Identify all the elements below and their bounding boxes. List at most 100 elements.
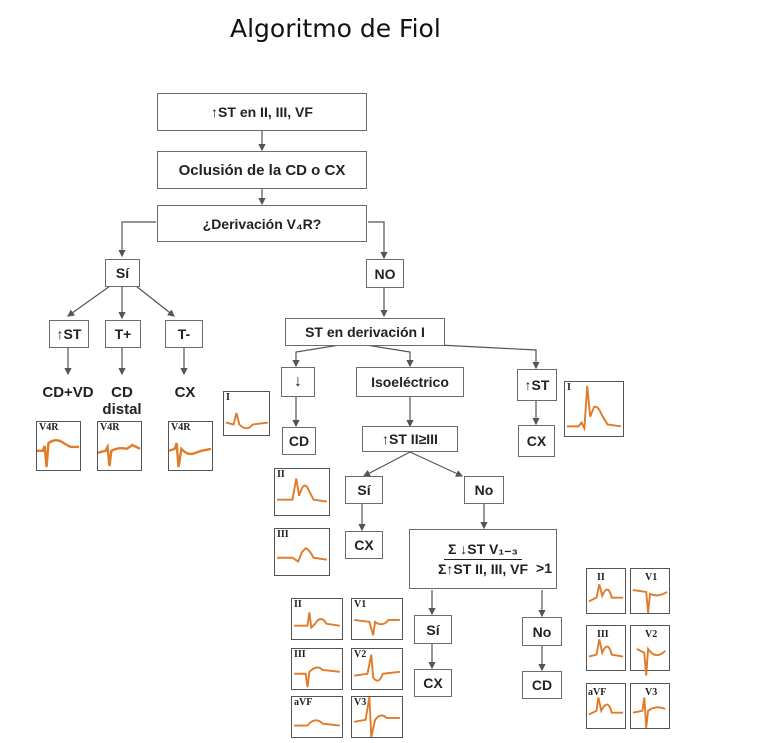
ecg-lead-label: V3 <box>645 687 658 698</box>
node-label: ↑ST <box>56 326 82 342</box>
node-cd-down: CD <box>282 427 316 455</box>
node-label: ↑ST <box>524 377 550 393</box>
result-cd-vd: CD+VD <box>42 384 94 401</box>
node-label: Sí <box>357 482 371 498</box>
ecg-lead-label: V4R <box>100 422 120 433</box>
arrow-si-to-tminus <box>135 285 175 317</box>
ecg-lead-label: V3 <box>354 697 367 708</box>
ecg-trace <box>354 654 400 682</box>
node-label: NO <box>374 265 396 282</box>
ecg-panel-bl-ii: II <box>291 598 343 640</box>
ecg-trace <box>588 584 624 603</box>
ecg-trace <box>354 619 400 636</box>
node-label: ¿Derivación V₄R? <box>202 215 322 232</box>
node-label: CX <box>526 433 547 449</box>
ratio-greater-than: >1 <box>536 560 552 576</box>
ecg-panel-bl-iii: III <box>291 648 343 690</box>
ecg-panel-bl-v1: V1 <box>351 598 403 640</box>
diagram-title-text: Algoritmo de Fiol <box>230 14 441 43</box>
ecg-trace <box>353 696 400 738</box>
node-st-up-right: ↑ST <box>517 369 557 401</box>
ecg-trace <box>632 697 666 728</box>
node-derivacion-v4r: ¿Derivación V₄R? <box>157 205 367 242</box>
node-label: CD <box>531 677 553 693</box>
node-no-v4r: NO <box>366 259 404 288</box>
ecg-panel-v4r-3: V4R <box>168 421 213 471</box>
ecg-lead-label: V2 <box>354 649 367 660</box>
ecg-trace <box>277 547 328 564</box>
arrow-si-to-stup <box>67 285 111 317</box>
node-no-ii: No <box>464 476 504 504</box>
node-label: Isoeléctrico <box>371 374 449 390</box>
ecg-panel-bl-avf: aVF <box>291 696 343 738</box>
arrow-stderiv-to-stup <box>419 343 540 370</box>
node-isoelectrico: Isoeléctrico <box>356 367 464 397</box>
ecg-lead-label: V1 <box>354 599 367 610</box>
node-cd-ratio: CD <box>522 671 562 699</box>
arrow-stii-to-si <box>362 451 411 477</box>
node-st-ii-iii-vf: ↑ST en II, III, VF <box>157 93 367 131</box>
node-t-minus: T- <box>165 320 203 348</box>
ecg-lead-label: III <box>277 529 289 540</box>
ecg-lead-label: V4R <box>39 422 59 433</box>
ecg-panel-br-ii: II <box>586 568 626 614</box>
node-down: ↓ <box>281 367 315 397</box>
ecg-lead-label: V4R <box>171 422 191 433</box>
ecg-panel-br-v3: V3 <box>630 683 670 729</box>
ecg-lead-label: V1 <box>645 572 658 583</box>
ecg-panel-br-v2: V2 <box>630 625 670 676</box>
ecg-lead-label: II <box>277 469 285 480</box>
node-cx-right: CX <box>518 425 555 457</box>
ecg-trace <box>225 412 269 430</box>
ecg-trace <box>588 697 624 716</box>
ecg-lead-label: aVF <box>588 687 607 698</box>
ecg-lead-label: aVF <box>294 697 313 708</box>
ecg-lead-label: II <box>597 572 605 583</box>
ecg-trace <box>97 442 141 467</box>
ecg-panel-br-avf: aVF <box>586 683 626 729</box>
arrow-stii-to-no <box>409 451 464 477</box>
ratio-denominator: Σ↑ST II, III, VF <box>437 561 529 577</box>
node-label: No <box>532 623 552 640</box>
arrow-stderiv-to-iso <box>359 343 414 368</box>
node-si-v4r: Sí <box>105 259 140 287</box>
ecg-trace <box>168 442 212 468</box>
node-ratio: Σ ↓ST V₁₋₃ Σ↑ST II, III, VF >1 <box>409 529 557 589</box>
node-label: T+ <box>114 326 132 342</box>
node-oclusion: Oclusión de la CD o CX <box>157 151 367 189</box>
node-label: CX <box>354 537 374 553</box>
ecg-panel-br-v1: V1 <box>630 568 670 614</box>
ecg-trace <box>294 666 340 688</box>
ecg-trace <box>294 612 340 630</box>
node-label: ↑ST II≥III <box>382 431 438 447</box>
ecg-trace <box>636 646 666 676</box>
ecg-trace <box>632 589 668 613</box>
ecg-trace <box>567 385 622 432</box>
arrow-stderiv-to-down <box>292 343 347 368</box>
ecg-trace <box>37 439 80 468</box>
ratio-numerator: Σ ↓ST V₁₋₃ <box>443 541 523 560</box>
node-label: Sí <box>115 265 130 281</box>
result-cx-left: CX <box>174 384 196 401</box>
node-label: ↑ST en II, III, VF <box>211 104 313 120</box>
ecg-panel-lead-i-down: I <box>223 391 270 436</box>
node-cx-ratio: CX <box>414 669 452 697</box>
node-label: Sí <box>426 621 440 638</box>
ecg-panel-v4r-1: V4R <box>36 421 81 471</box>
ecg-lead-label: I <box>226 392 230 403</box>
arrow-v4r-to-no <box>368 221 388 260</box>
ecg-lead-label: III <box>294 649 306 660</box>
node-st-ii-ge-iii: ↑ST II≥III <box>362 426 458 452</box>
node-cx-si: CX <box>345 531 383 559</box>
ecg-trace <box>588 639 624 658</box>
node-si-ii: Sí <box>345 476 383 504</box>
ecg-panel-br-iii: III <box>586 625 626 671</box>
arrow-v4r-to-si <box>118 221 156 258</box>
ecg-panel-bl-v2: V2 <box>351 648 403 690</box>
ecg-panel-v4r-2: V4R <box>97 421 142 471</box>
ecg-lead-label: V2 <box>645 629 658 640</box>
node-label: CD <box>288 433 310 449</box>
ecg-panel-bl-v3: V3 <box>351 696 403 738</box>
result-cd-distal: CD distal <box>102 384 142 418</box>
